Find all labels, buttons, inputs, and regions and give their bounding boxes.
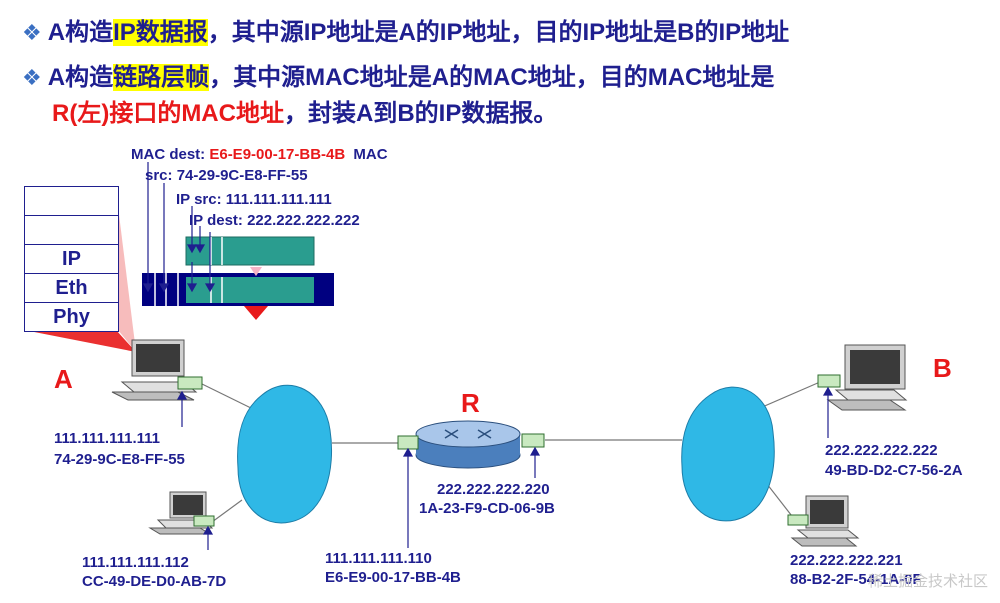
stack-layer-eth: Eth [25,274,118,303]
frame-payload [186,277,314,303]
nic-host4-icon [787,514,809,526]
host4-ip-address: 222.222.222.221 [790,552,903,569]
ip-dest-label: IP dest: 222.222.222.222 [189,212,360,229]
stack-layer-empty-1 [25,187,118,216]
diamond-bullet-icon: ❖ [22,20,42,45]
nic-a-icon [177,376,203,390]
stack-layer-empty-2 [25,216,118,245]
stack-callout [24,330,136,352]
link-a-subnet1 [199,382,256,411]
subnet-cloud-left [237,384,333,524]
frame-pointer [244,306,268,320]
link-subnet2-b [759,381,821,409]
nic-host2-icon [193,515,215,527]
computer-host2-icon [148,491,214,535]
bullet-line-3: R(左)接口的MAC地址，封装A到B的IP数据报。 [52,93,557,128]
bullet1-rest: ，其中源IP地址是A的IP地址，目的IP地址是B的IP地址 [207,19,790,46]
node-b-label: B [933,353,952,383]
nic-router-left-icon [397,435,419,450]
subnet-cloud-right [681,386,775,522]
host4-mac-address: 88-B2-2F-54-1A-0F [790,571,922,588]
host2-mac-address: CC-49-DE-D0-AB-7D [82,573,227,590]
stack-layer-ip: IP [25,245,118,274]
bullet3-rest: ，封装A到B的IP数据报。 [283,100,558,127]
bullet1-highlight: IP数据报 [113,19,208,46]
bullet-line-2: ❖A构造链路层帧，其中源MAC地址是A的MAC地址，目的MAC地址是 [22,57,774,92]
protocol-stack: IP Eth Phy [24,186,119,332]
ip-src-label: IP src: 111.111.111.111 [176,191,332,208]
watermark: 稀土掘金技术社区 [867,573,988,590]
host2-ip-address: 111.111.111.112 [82,554,189,571]
bullet3-red: R(左)接口的MAC地址 [52,100,284,127]
bullet2-rest: ，其中源MAC地址是A的MAC地址，目的MAC地址是 [209,64,775,91]
r-right-mac-address: 1A-23-F9-CD-06-9B [419,500,555,517]
link-host2-subnet1 [211,499,243,523]
encapsulate-arrow [250,267,262,276]
r-left-mac-address: E6-E9-00-17-BB-4B [325,569,461,586]
mac-src-value: 74-29-9C-E8-FF-55 [176,167,308,184]
r-left-ip-address: 111.111.111.110 [325,550,432,567]
nic-router-right-icon [521,433,545,448]
ip-datagram-box [185,236,315,266]
bullet2-prefix: A构造 [47,64,114,91]
computer-host4-icon [790,495,860,547]
bullet-line-1: ❖A构造IP数据报，其中源IP地址是A的IP地址，目的IP地址是B的IP地址 [22,12,789,47]
stack-callout-shade [116,190,136,352]
mac-dest-value: E6-E9-00-17-BB-4B [209,146,346,163]
router-icon [415,420,521,469]
r-right-ip-address: 222.222.222.220 [437,481,550,498]
bullet1-prefix: A构造 [47,19,114,46]
a-mac-address: 74-29-9C-E8-FF-55 [54,451,185,468]
mac-src-label-part1: MAC [353,146,388,163]
node-a-label: A [54,364,73,394]
mac-src-line: src: 74-29-9C-E8-FF-55 [145,167,308,185]
mac-src-label-part2: src: [145,167,173,184]
diamond-bullet-icon: ❖ [22,65,42,90]
bullet2-highlight: 链路层帧 [113,64,210,91]
b-ip-address: 222.222.222.222 [825,442,938,459]
mac-dest-line: MAC dest: E6-E9-00-17-BB-4B MAC [131,146,388,164]
nic-b-icon [817,374,841,388]
computer-b-icon [826,344,908,411]
mac-dest-label: MAC dest: [131,146,206,163]
b-mac-address: 49-BD-D2-C7-56-2A [825,462,963,479]
stack-layer-phy: Phy [53,306,90,328]
a-ip-address: 111.111.111.111 [54,430,160,447]
node-r-label: R [461,388,480,418]
